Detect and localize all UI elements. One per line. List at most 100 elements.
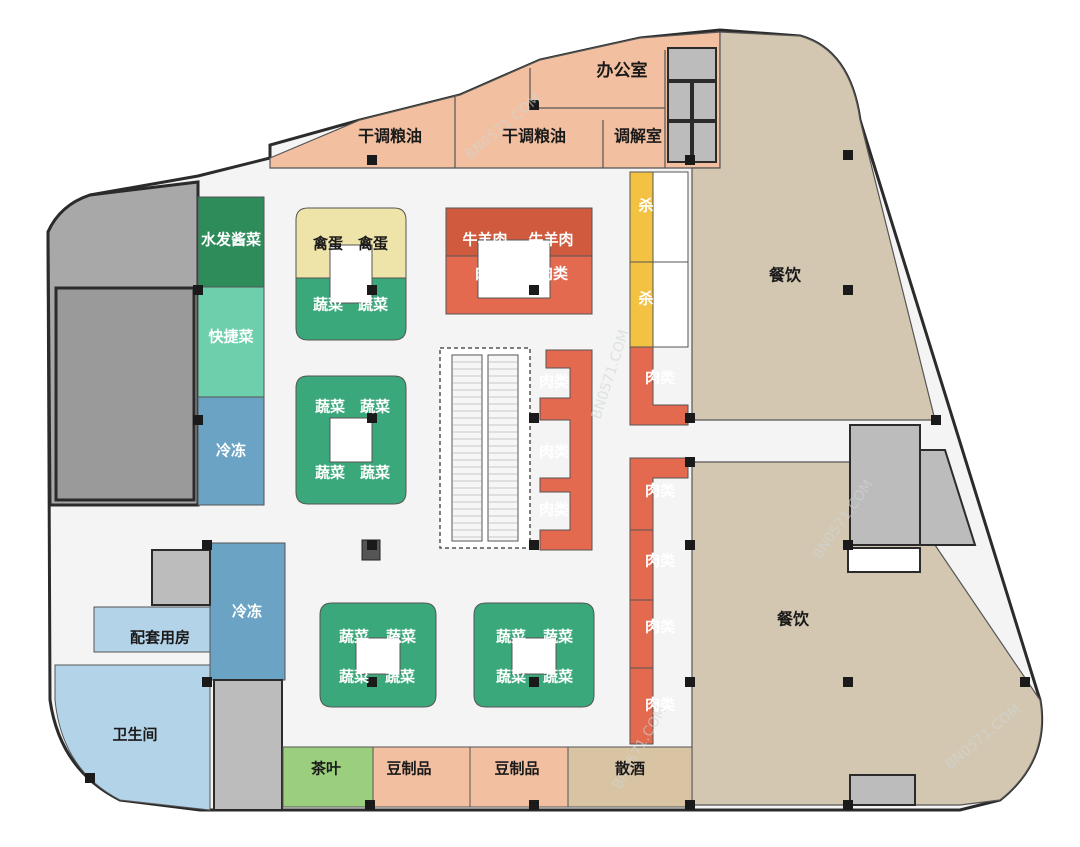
stall-meat-center xyxy=(539,349,593,551)
label-tofu-1: 豆制品 xyxy=(386,760,431,778)
label-meat-side-3: 肉类 xyxy=(645,552,676,570)
zone-dining-lower xyxy=(691,461,1043,806)
elevator-room-right xyxy=(919,449,977,546)
label-veg-14: 蔬菜 xyxy=(543,668,573,686)
shop-tea xyxy=(282,746,374,808)
structural-column xyxy=(202,540,212,550)
label-tea: 茶叶 xyxy=(311,760,341,778)
structural-column xyxy=(529,413,539,423)
structural-column xyxy=(685,677,695,687)
structural-column xyxy=(202,677,212,687)
structural-column xyxy=(529,800,539,810)
utility-room-c xyxy=(667,121,692,163)
zone-dining-upper xyxy=(691,31,936,421)
structural-column xyxy=(367,677,377,687)
island-core-4 xyxy=(511,637,557,675)
island-core-1 xyxy=(329,244,373,304)
structural-column xyxy=(193,285,203,295)
shop-tofu-2 xyxy=(469,746,569,808)
stall-frozen-1 xyxy=(197,396,265,506)
label-bulk-wine: 散酒 xyxy=(615,760,645,778)
label-poultry-1: 杀白禽 xyxy=(638,197,684,215)
structural-column xyxy=(931,415,941,425)
structural-column xyxy=(529,677,539,687)
structural-column xyxy=(365,800,375,810)
label-veg-3: 蔬菜 xyxy=(315,398,345,416)
stall-meat-side-5 xyxy=(629,667,654,745)
stair-left xyxy=(213,679,283,811)
label-meat-block-2: 肉类 xyxy=(538,265,569,283)
structural-column xyxy=(193,415,203,425)
island-core-3 xyxy=(355,637,401,675)
structural-column xyxy=(843,540,853,550)
structural-column xyxy=(85,773,95,783)
label-poultry-2: 杀白禽 xyxy=(638,290,684,308)
label-poultry-egg-2: 禽蛋 xyxy=(357,235,388,253)
structural-column xyxy=(843,800,853,810)
label-veg-12: 蔬菜 xyxy=(543,628,573,646)
stall-meat-side-1 xyxy=(629,346,689,426)
shop-bulk-wine xyxy=(567,746,693,808)
structural-column xyxy=(685,457,695,467)
stall-water-veg xyxy=(197,196,265,288)
label-frozen-2: 冷冻 xyxy=(232,603,262,621)
label-meat-center-1: 肉类 xyxy=(539,373,570,391)
label-veg-5: 蔬菜 xyxy=(315,464,345,482)
label-veg-13: 蔬菜 xyxy=(496,668,526,686)
structural-column xyxy=(529,100,539,110)
label-dining-2: 餐饮 xyxy=(776,610,810,629)
label-veg-7: 蔬菜 xyxy=(339,628,369,646)
label-water-veg: 水发酱菜 xyxy=(201,231,261,249)
label-mediation: 调解室 xyxy=(614,127,662,146)
structural-column xyxy=(843,677,853,687)
utility-room-b xyxy=(692,81,717,121)
structural-column xyxy=(529,540,539,550)
label-veg-11: 蔬菜 xyxy=(496,628,526,646)
zone-top-salmon xyxy=(269,31,721,169)
label-fast-veg: 快捷菜 xyxy=(208,328,253,346)
escalator-lane-2 xyxy=(487,354,519,542)
shop-tofu-1 xyxy=(372,746,471,808)
structural-column xyxy=(367,285,377,295)
island-veg-bottom xyxy=(295,277,407,341)
structural-columns xyxy=(85,100,1030,810)
stall-poultry-1 xyxy=(629,171,654,263)
label-office: 办公室 xyxy=(597,60,648,81)
structural-column xyxy=(367,155,377,165)
room-bottom-right xyxy=(849,774,916,806)
island-egg-top xyxy=(295,207,407,279)
label-veg-4: 蔬菜 xyxy=(360,398,390,416)
label-veg-2: 蔬菜 xyxy=(358,296,388,314)
structural-column xyxy=(685,800,695,810)
label-support-room: 配套用房 xyxy=(130,629,190,647)
structural-column xyxy=(1020,677,1030,687)
structural-column xyxy=(367,413,377,423)
room-labels: 办公室 干调粮油 干调粮油 调解室 水发酱菜 快捷菜 冷冻 冷冻 配套用房 卫生… xyxy=(112,60,810,778)
structural-column xyxy=(843,150,853,160)
label-meat-side-4: 肉类 xyxy=(645,618,676,636)
label-beef-lamb-1: 牛羊肉 xyxy=(462,231,507,249)
label-meat-block-1: 肉类 xyxy=(475,265,506,283)
elevator-left xyxy=(151,549,211,606)
zone-left-inner xyxy=(54,286,196,502)
label-meat-side-5: 肉类 xyxy=(645,696,676,714)
label-meat-center-3: 肉类 xyxy=(539,501,570,519)
label-poultry-egg-1: 禽蛋 xyxy=(312,235,343,253)
label-veg-9: 蔬菜 xyxy=(339,668,369,686)
label-beef-lamb-2: 牛羊肉 xyxy=(528,231,573,249)
label-veg-10: 蔬菜 xyxy=(385,668,415,686)
structural-column xyxy=(685,155,695,165)
stall-poultry-2-ext xyxy=(652,261,689,348)
label-meat-side-1: 肉类 xyxy=(645,369,676,387)
label-veg-6: 蔬菜 xyxy=(360,464,390,482)
label-frozen-1: 冷冻 xyxy=(216,442,246,460)
label-dry-grain-oil-2: 干调粮油 xyxy=(502,127,566,146)
structural-column xyxy=(529,285,539,295)
utility-room-top xyxy=(667,47,717,81)
escalator-steps xyxy=(452,361,518,538)
utility-room-a xyxy=(667,81,692,121)
label-restroom: 卫生间 xyxy=(112,726,157,744)
stall-fast-veg xyxy=(197,286,265,398)
structural-column xyxy=(843,285,853,295)
